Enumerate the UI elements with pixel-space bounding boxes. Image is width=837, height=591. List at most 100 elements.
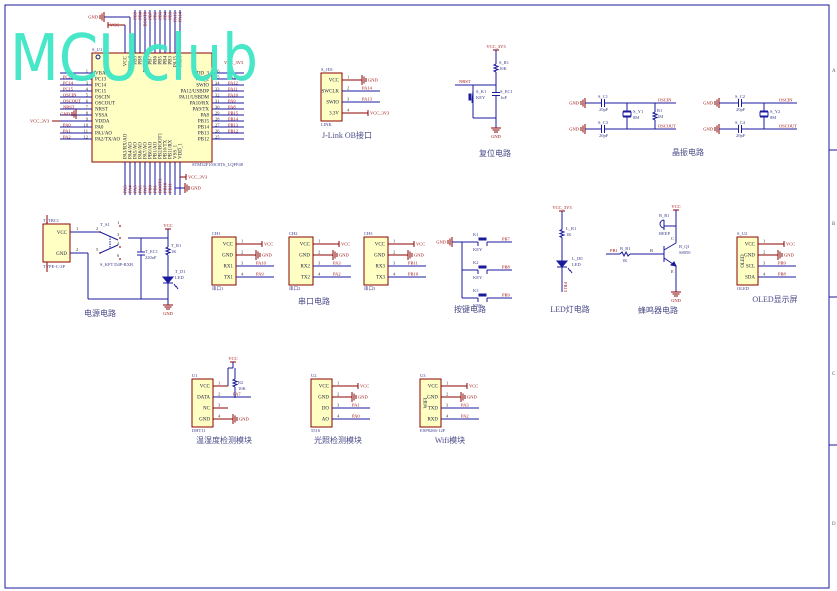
- pin-number: 10: [84, 123, 89, 128]
- module-label: WIFI: [424, 397, 429, 408]
- pin-number: 29: [215, 111, 220, 116]
- component-body: [310, 378, 333, 428]
- resistor-zigzag: [164, 246, 172, 256]
- net-label: OSCOUT: [658, 124, 676, 129]
- vcc-label: VCC: [786, 242, 795, 247]
- net-label: OSCIN: [779, 98, 793, 103]
- beep-ref: B_B1: [659, 213, 670, 218]
- pin-name: PA10/RX: [190, 102, 210, 107]
- pin-number: 1: [241, 239, 243, 244]
- pin-name: PA12/USBDP: [181, 90, 210, 95]
- component-body: [419, 378, 442, 428]
- net-label: PA7: [143, 185, 148, 193]
- ground-symbol: GND: [332, 250, 349, 260]
- led-ref: T_D1: [175, 269, 186, 274]
- part-name: 串口2: [289, 286, 300, 292]
- net-label: PA15: [173, 11, 178, 22]
- cap-ref: S_EC1: [500, 89, 513, 94]
- vcc-power-symbol: VCC: [228, 356, 238, 363]
- zone-label: B: [832, 222, 836, 227]
- pin-number: 4: [446, 414, 449, 419]
- switch-pin-number: 5: [96, 247, 99, 252]
- pin-name: PB8: [139, 56, 144, 65]
- light-title: 光照检测模块: [314, 435, 362, 445]
- component-body: [363, 236, 389, 286]
- mcuclub-watermark: MCUclub: [10, 22, 258, 96]
- pin-name: PA2/TX/AO: [95, 138, 120, 143]
- led-ref: L_D0: [572, 256, 583, 261]
- pin-number: 3: [337, 403, 340, 408]
- pin-name: PB10/TX: [164, 139, 169, 159]
- designator: S_JD1: [321, 67, 333, 72]
- pin-number: 2: [446, 392, 448, 397]
- pin-number: 1: [318, 239, 320, 244]
- gnd-label: GND: [569, 101, 579, 106]
- net-label: PA1: [352, 403, 360, 408]
- pin-number: 28: [215, 117, 220, 122]
- pin-name: PA1/AO: [95, 132, 112, 137]
- switch-terminal: [119, 225, 121, 227]
- ground-symbol: GND: [569, 98, 586, 108]
- pin-name: GND: [222, 254, 233, 259]
- vcc-power-symbol: VCC: [163, 223, 173, 230]
- cap-value: 20pF: [599, 133, 609, 138]
- net-label: OSCIN: [63, 92, 77, 97]
- key-value: KEY: [473, 247, 483, 252]
- pin-name: PB13: [198, 132, 210, 137]
- part-name: 串口1: [212, 286, 223, 292]
- switch-pin-number: 2: [96, 226, 98, 231]
- beep-value: BEEP: [659, 231, 670, 236]
- net-label: PB7: [148, 11, 153, 20]
- key-ref: K1: [473, 232, 479, 237]
- pin-name: PC15: [95, 90, 107, 95]
- net-label: NRST: [459, 79, 471, 84]
- gnd-label: GND: [163, 311, 173, 316]
- designator: CH1: [212, 231, 221, 236]
- part-name: 5516: [311, 428, 321, 433]
- gnd-label: GND: [239, 417, 249, 422]
- light-arrow: [567, 267, 571, 272]
- pin-name: 3.3V: [329, 112, 339, 117]
- pin-name: TX2: [301, 276, 311, 281]
- pin-name: VSSA: [95, 114, 108, 119]
- pin-name: BOOT0: [144, 56, 149, 73]
- pin-name: PB5: [159, 56, 164, 65]
- cap-value: 220uF: [145, 255, 157, 260]
- pin-name: PA4/AO: [129, 142, 134, 159]
- net-label: PA7: [233, 392, 241, 397]
- ground-symbol: GND: [232, 414, 249, 424]
- vcc-label: VCC_3V3: [486, 44, 506, 49]
- mcu-body: [91, 52, 213, 163]
- net-label: PB10: [408, 272, 419, 277]
- switch-pin-number: 4: [117, 241, 120, 246]
- resistor-ref: L_R1: [566, 226, 576, 231]
- gnd-label: GND: [436, 240, 446, 245]
- net-label: PB11: [408, 261, 418, 266]
- pin-number: 1: [763, 239, 765, 244]
- net-label: PA9: [228, 98, 236, 103]
- designator: U3: [420, 373, 426, 378]
- capacitor-symbol: [735, 125, 745, 133]
- gnd-label: GND: [339, 253, 349, 258]
- pin-name: VBAT: [95, 72, 108, 77]
- pin-number: 2: [763, 250, 765, 255]
- component-body: [42, 223, 71, 263]
- pin-number: 1: [76, 226, 78, 231]
- pin-name: NRST: [95, 108, 108, 113]
- pin-name: DATA: [197, 396, 210, 401]
- pin-number: 11: [84, 129, 88, 134]
- pin-number: 36: [215, 69, 220, 74]
- component-body: [288, 236, 314, 286]
- gnd-label: GND: [703, 127, 713, 132]
- pin-number: 2: [318, 250, 320, 255]
- gnd-label: GND: [491, 134, 501, 139]
- pin-name: GND: [199, 418, 210, 423]
- pin-name: PB6: [154, 56, 159, 65]
- switch-terminal: [119, 246, 121, 248]
- switch-pin-number: 6: [117, 253, 120, 258]
- net-label: PB8: [778, 272, 787, 277]
- pin-name: PA9/TX: [193, 108, 210, 113]
- pushbutton-symbol: [470, 237, 495, 246]
